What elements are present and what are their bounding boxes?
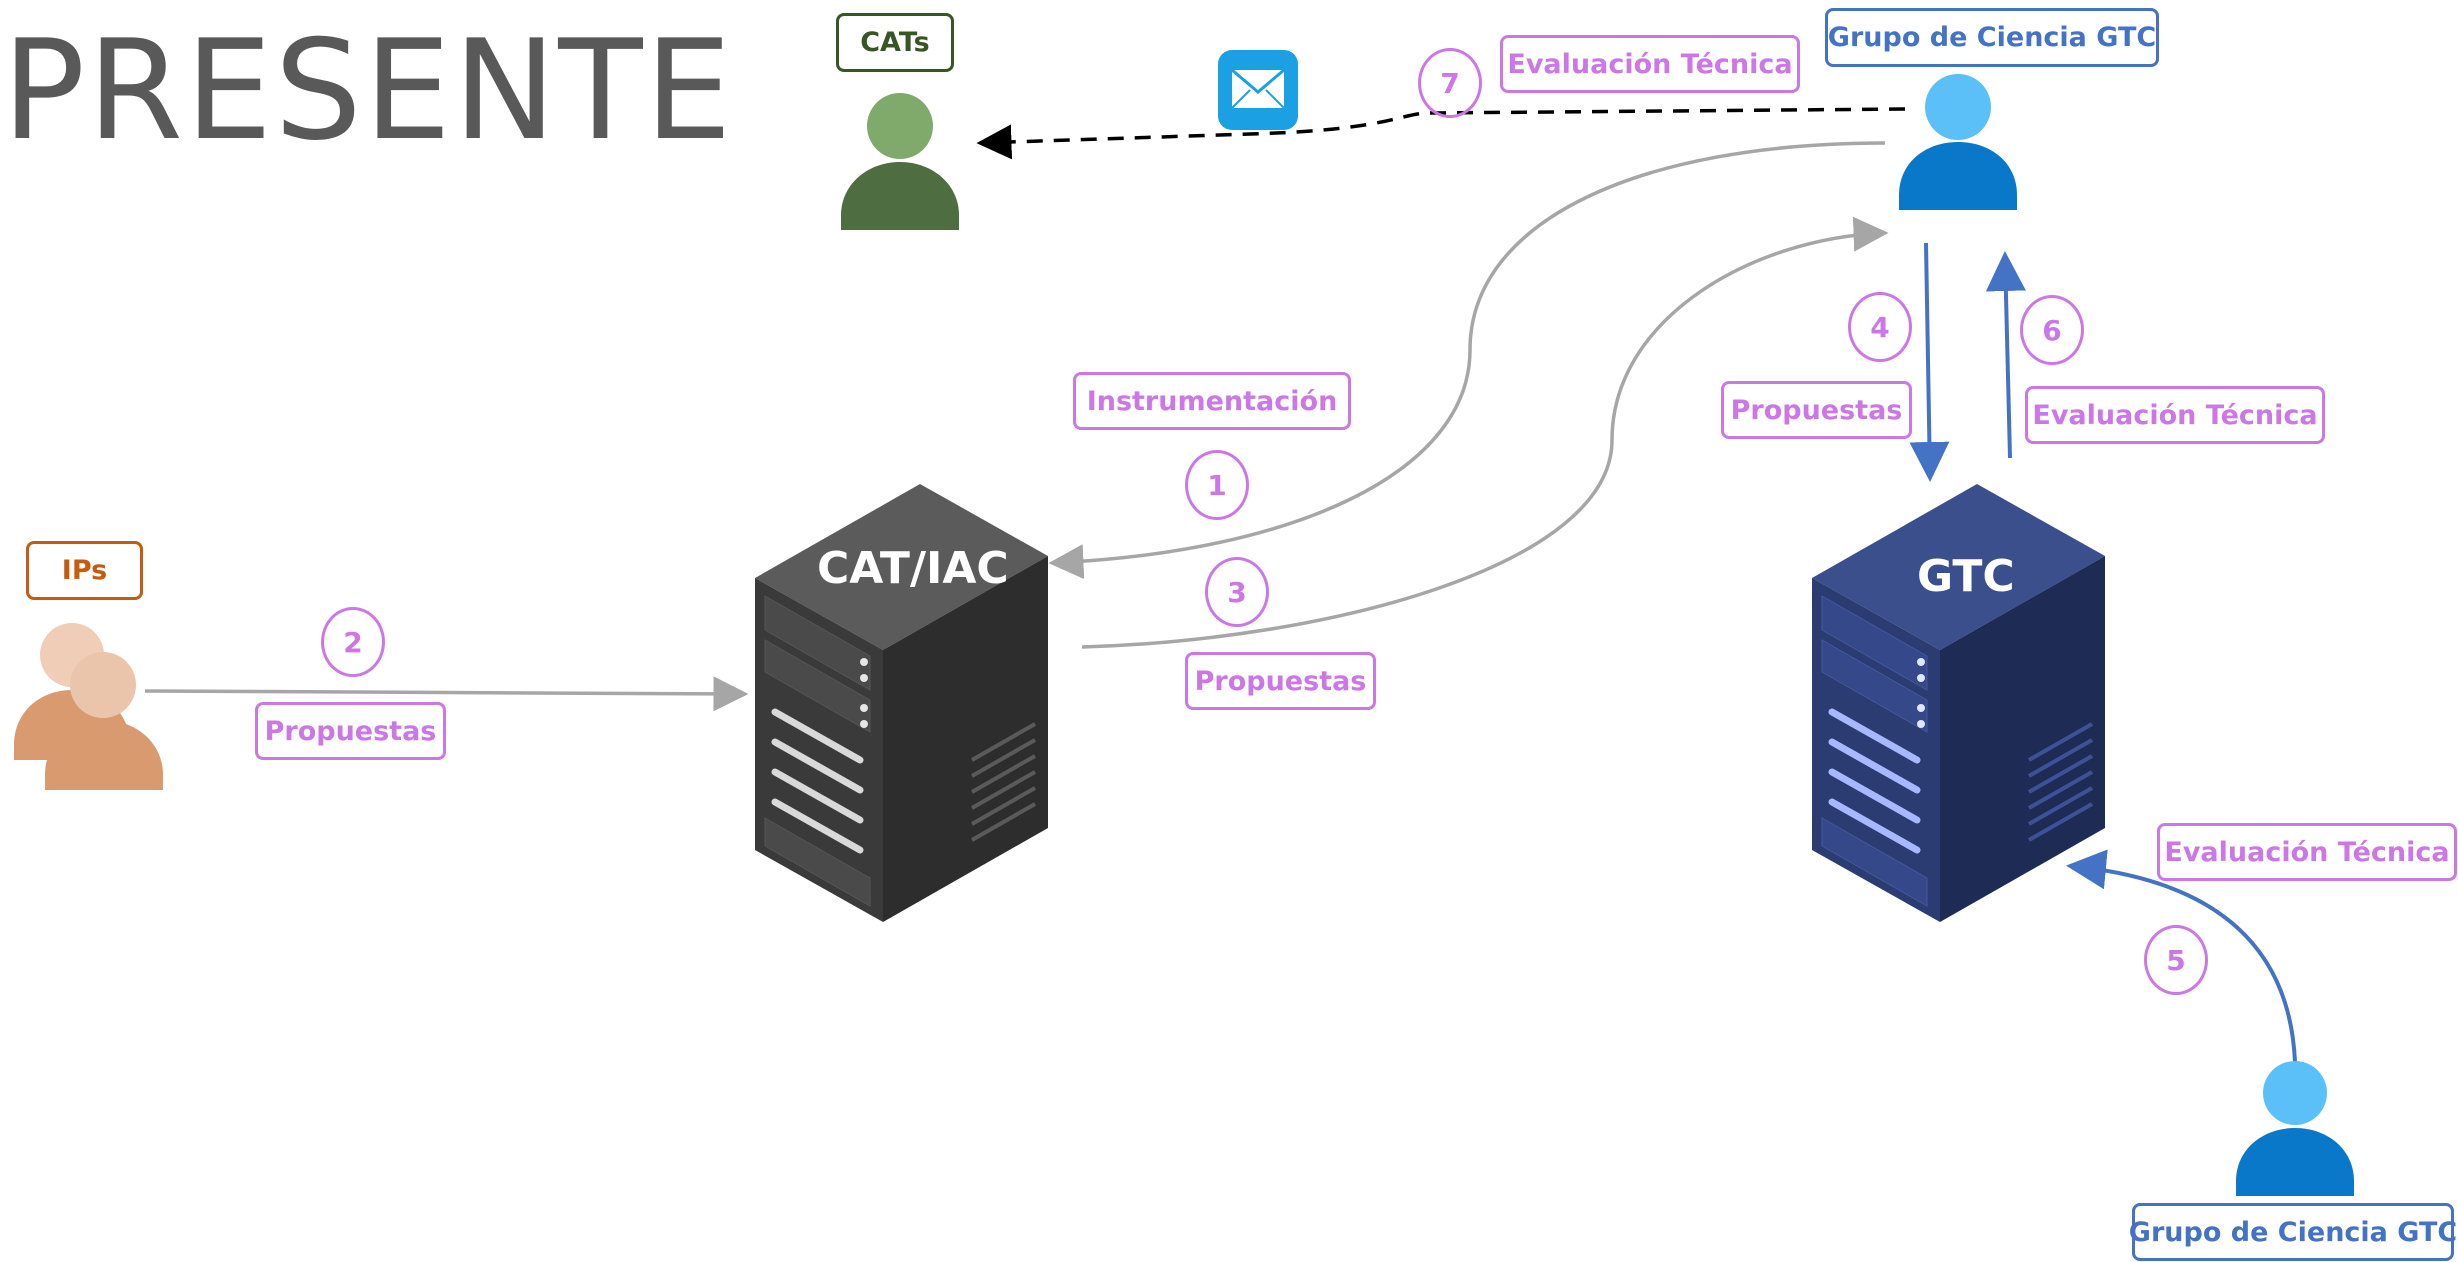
gtc-server-label: GTC	[1917, 551, 2015, 602]
flow-line-5	[2066, 849, 2297, 1063]
flow-line-6	[1985, 251, 2026, 459]
page-title: PRESENTE	[2, 10, 734, 171]
step-7-badge: 7	[1418, 48, 1482, 118]
step-7-label: Evaluación Técnica	[1500, 35, 1800, 93]
step-5-badge: 5	[2144, 925, 2208, 995]
gtc-group-bottom-label: Grupo de Ciencia GTC	[2129, 1203, 2457, 1261]
step-2-label: Propuestas	[255, 702, 446, 760]
step-6-badge: 6	[2020, 295, 2084, 365]
step-1-badge: 1	[1185, 450, 1249, 520]
envelope-icon	[1218, 50, 1298, 130]
flow-line-7	[976, 107, 1906, 160]
gtc-group-top-person-icon	[1899, 74, 2017, 210]
gtc-group-bottom-person-icon	[2236, 1061, 2354, 1196]
step-4-label: Propuestas	[1721, 381, 1912, 439]
cat-iac-server-label: CAT/IAC	[817, 543, 1009, 594]
step-5-label: Evaluación Técnica	[2157, 823, 2457, 881]
ips-label: IPs	[26, 541, 143, 600]
ips-people-icon	[14, 623, 163, 790]
step-4-badge: 4	[1848, 292, 1912, 362]
flow-line-2	[144, 676, 749, 712]
step-3-label: Propuestas	[1185, 652, 1376, 710]
cats-person-icon	[841, 93, 959, 230]
gtc-group-top-label: Grupo de Ciencia GTC	[1825, 8, 2159, 67]
gtc-server-icon	[1812, 484, 2105, 922]
flow-line-3	[1081, 216, 1889, 649]
step-1-label: Instrumentación	[1073, 372, 1351, 430]
step-6-label: Evaluación Técnica	[2025, 386, 2325, 444]
step-3-badge: 3	[1205, 557, 1269, 627]
cat-iac-server-icon	[755, 484, 1048, 922]
flow-line-4	[1909, 242, 1950, 482]
flow-line-1	[1048, 141, 1886, 580]
step-2-badge: 2	[321, 607, 385, 677]
cats-label: CATs	[836, 13, 954, 72]
